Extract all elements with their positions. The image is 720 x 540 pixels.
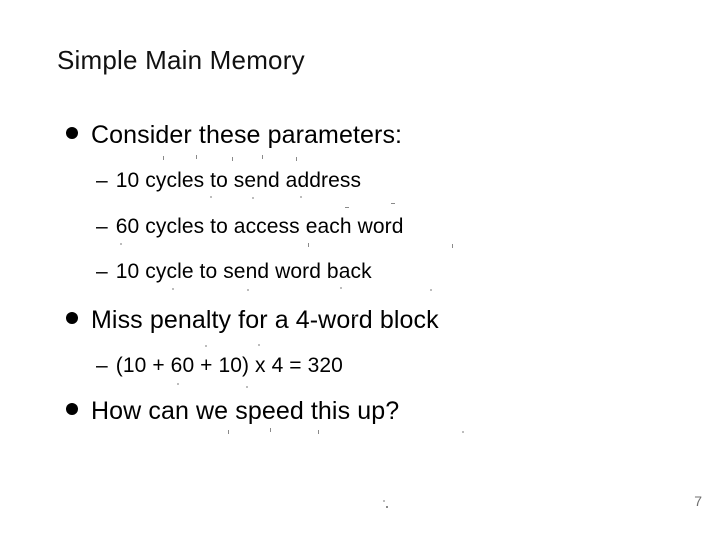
scan-speck [120, 243, 122, 245]
scan-speck [258, 344, 260, 346]
bullet-item-miss-penalty: Miss penalty for a 4-word block [66, 305, 439, 335]
scan-speck [308, 243, 309, 247]
scan-speck [247, 289, 249, 291]
dash-bullet-icon: – [96, 354, 108, 377]
round-bullet-icon [66, 403, 78, 415]
scan-speck [452, 244, 453, 248]
scan-speck [318, 430, 319, 434]
scan-speck [172, 288, 174, 290]
scan-speck [391, 203, 395, 204]
sub-bullet-item-send-word-back: – 10 cycle to send word back [96, 259, 372, 285]
scan-speck [383, 500, 385, 502]
page-number: 7 [694, 493, 702, 509]
scan-speck [340, 287, 342, 289]
scan-speck [296, 157, 297, 161]
bullet-text: How can we speed this up? [91, 397, 400, 425]
sub-bullet-item-send-address: – 10 cycles to send address [96, 168, 361, 194]
sub-bullet-text: 60 cycles to access each word [115, 215, 404, 238]
bullet-item-speed-up-question: How can we speed this up? [66, 396, 399, 426]
scan-speck [386, 506, 388, 508]
dash-bullet-icon: – [96, 215, 108, 238]
scan-speck [270, 428, 271, 432]
scan-speck [246, 386, 248, 388]
round-bullet-icon [66, 312, 78, 324]
dash-bullet-icon: – [96, 260, 108, 283]
scan-speck [210, 196, 212, 198]
scan-speck [430, 289, 432, 291]
bullet-text: Miss penalty for a 4-word block [91, 306, 439, 334]
scan-speck [163, 156, 164, 160]
scan-speck [345, 207, 349, 208]
scan-speck [262, 155, 263, 159]
scan-speck [196, 155, 197, 159]
scan-speck [252, 197, 254, 199]
bullet-text: Consider these parameters: [91, 121, 403, 149]
bullet-item-consider-parameters: Consider these parameters: [66, 120, 402, 150]
scan-speck [462, 431, 464, 433]
sub-bullet-text: 10 cycles to send address [115, 169, 362, 192]
scan-speck [232, 157, 233, 161]
scan-speck [177, 383, 179, 385]
scan-speck [228, 430, 229, 434]
dash-bullet-icon: – [96, 169, 108, 192]
sub-bullet-item-access-each-word: – 60 cycles to access each word [96, 214, 403, 240]
scan-speck [300, 196, 302, 198]
slide-title: Simple Main Memory [57, 45, 305, 75]
sub-bullet-text: 10 cycle to send word back [115, 260, 372, 283]
round-bullet-icon [66, 127, 78, 139]
sub-bullet-item-miss-penalty-calculation: – (10 + 60 + 10) x 4 = 320 [96, 353, 343, 379]
sub-bullet-text: (10 + 60 + 10) x 4 = 320 [115, 354, 343, 377]
scan-speck [205, 345, 207, 347]
